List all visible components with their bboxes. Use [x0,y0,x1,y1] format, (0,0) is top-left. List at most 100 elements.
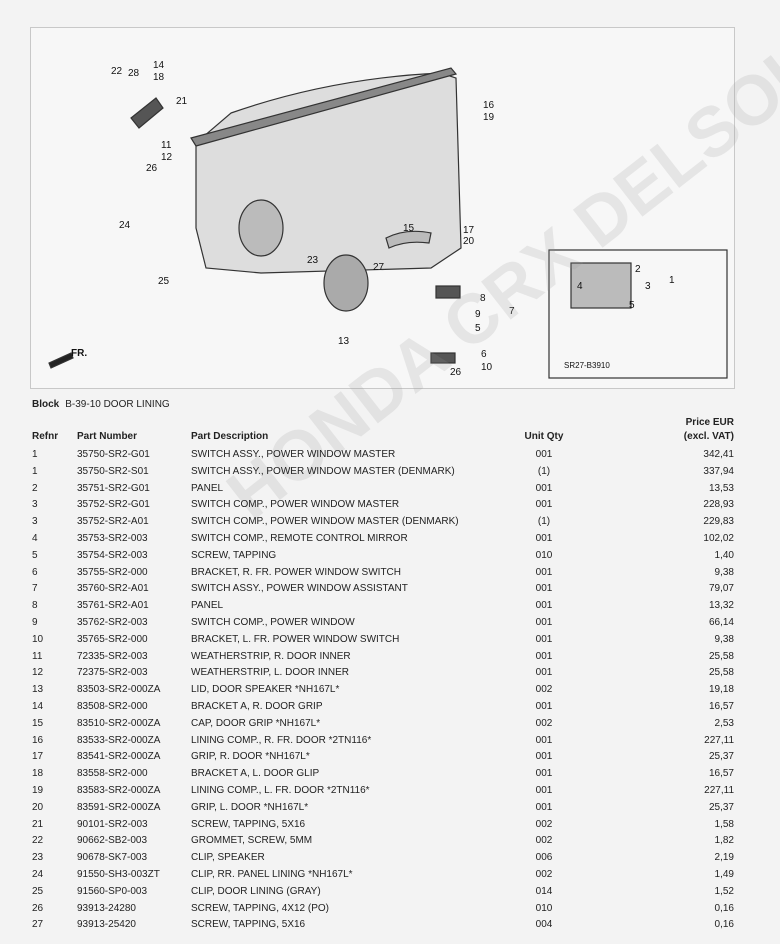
cell-part-number: 90662-SB2-003 [77,835,148,847]
callout-number: 26 [450,367,462,378]
callout-number: 19 [483,112,495,123]
cell-refnr: 27 [32,919,44,931]
cell-part-number: 91560-SP0-003 [77,885,148,897]
cell-part-number: 35762-SR2-003 [77,616,148,628]
cell-part-number: 72335-SR2-003 [77,650,148,662]
cell-unit-qty: 001 [535,532,553,544]
callout-number: 5 [629,300,635,311]
cell-price: 19,18 [708,684,734,696]
cell-unit-qty: 001 [535,700,553,712]
cell-description: SCREW, TAPPING, 4X12 (PO) [191,902,329,914]
cell-description: SCREW, TAPPING, 5X16 [191,818,306,830]
header-price-line1: Price EUR [685,417,734,428]
callout-number: 12 [161,152,173,163]
cell-refnr: 7 [32,583,38,595]
block-value: B-39-10 DOOR LINING [65,399,170,410]
callout-number: 26 [146,163,158,174]
cell-refnr: 21 [32,818,44,830]
cell-refnr: 5 [32,549,38,561]
cell-unit-qty: (1) [537,465,551,477]
cell-refnr: 23 [32,852,44,864]
cell-unit-qty: 002 [535,717,553,729]
callout-number: 20 [463,236,475,247]
cell-price: 228,93 [703,499,734,511]
callout-number: 3 [645,281,651,292]
cell-refnr: 22 [32,835,44,847]
cell-price: 0,16 [714,919,734,931]
cell-price: 1,82 [714,835,734,847]
cell-price: 16,57 [708,700,734,712]
cell-price: 9,38 [714,633,734,645]
cell-description: PANEL [191,482,224,494]
cell-part-number: 72375-SR2-003 [77,667,148,679]
cell-price: 2,19 [714,852,734,864]
cell-refnr: 10 [32,633,44,645]
cell-part-number: 83558-SR2-000 [77,768,148,780]
cell-unit-qty: 006 [535,852,553,864]
cell-price: 25,37 [708,751,734,763]
cell-description: CAP, DOOR GRIP *NH167L* [191,717,321,729]
cell-part-number: 83510-SR2-000ZA [77,717,161,729]
callout-number: 18 [153,72,165,83]
cell-unit-qty: 002 [535,868,553,880]
cell-refnr: 14 [32,700,44,712]
cell-description: CLIP, RR. PANEL LINING *NH167L* [191,868,353,880]
cell-price: 1,52 [714,885,734,897]
cell-refnr: 26 [32,902,44,914]
callout-number: 23 [307,255,319,266]
cell-unit-qty: 001 [535,633,553,645]
cell-unit-qty: 001 [535,566,553,578]
cell-part-number: 83503-SR2-000ZA [77,684,161,696]
cell-refnr: 6 [32,566,38,578]
header-refnr: Refnr [32,431,59,442]
cell-unit-qty: 002 [535,684,553,696]
cell-refnr: 18 [32,768,44,780]
cell-part-number: 35751-SR2-G01 [77,482,150,494]
callout-number: 15 [403,223,415,234]
callout-number: 1 [669,275,675,286]
header-description: Part Description [191,431,269,442]
cell-description: WEATHERSTRIP, L. DOOR INNER [191,667,349,679]
cell-description: GRIP, R. DOOR *NH167L* [191,751,310,763]
cell-price: 25,58 [708,650,734,662]
cell-unit-qty: (1) [537,516,551,528]
speaker-hole-shape [238,199,284,257]
cell-unit-qty: 001 [535,650,553,662]
cell-unit-qty: 001 [535,751,553,763]
cell-part-number: 35755-SR2-000 [77,566,148,578]
cell-refnr: 19 [32,784,44,796]
callout-number: 21 [176,96,188,107]
cell-description: SWITCH COMP., POWER WINDOW MASTER [191,499,400,511]
cell-description: LINING COMP., R. FR. DOOR *2TN116* [191,734,372,746]
cell-price: 0,16 [714,902,734,914]
cell-refnr: 1 [32,465,38,477]
cell-part-number: 83533-SR2-000ZA [77,734,161,746]
cell-part-number: 35752-SR2-G01 [77,499,150,511]
cell-description: BRACKET A, L. DOOR GLIP [191,768,320,780]
weatherstrip-shape [190,67,458,147]
cell-price: 25,37 [708,801,734,813]
cell-description: SWITCH ASSY., POWER WINDOW ASSISTANT [191,583,408,595]
header-price: Price EUR(excl. VAT) [593,416,738,447]
cell-refnr: 8 [32,600,38,612]
diagram-code: SR27-B3910 [564,361,610,370]
table-header-row: Refnr Part Number Part Description Unit … [28,416,738,447]
cell-part-number: 35761-SR2-A01 [77,600,149,612]
callout-number: 6 [481,349,487,360]
cell-description: BRACKET, R. FR. POWER WINDOW SWITCH [191,566,401,578]
cell-unit-qty: 001 [535,801,553,813]
